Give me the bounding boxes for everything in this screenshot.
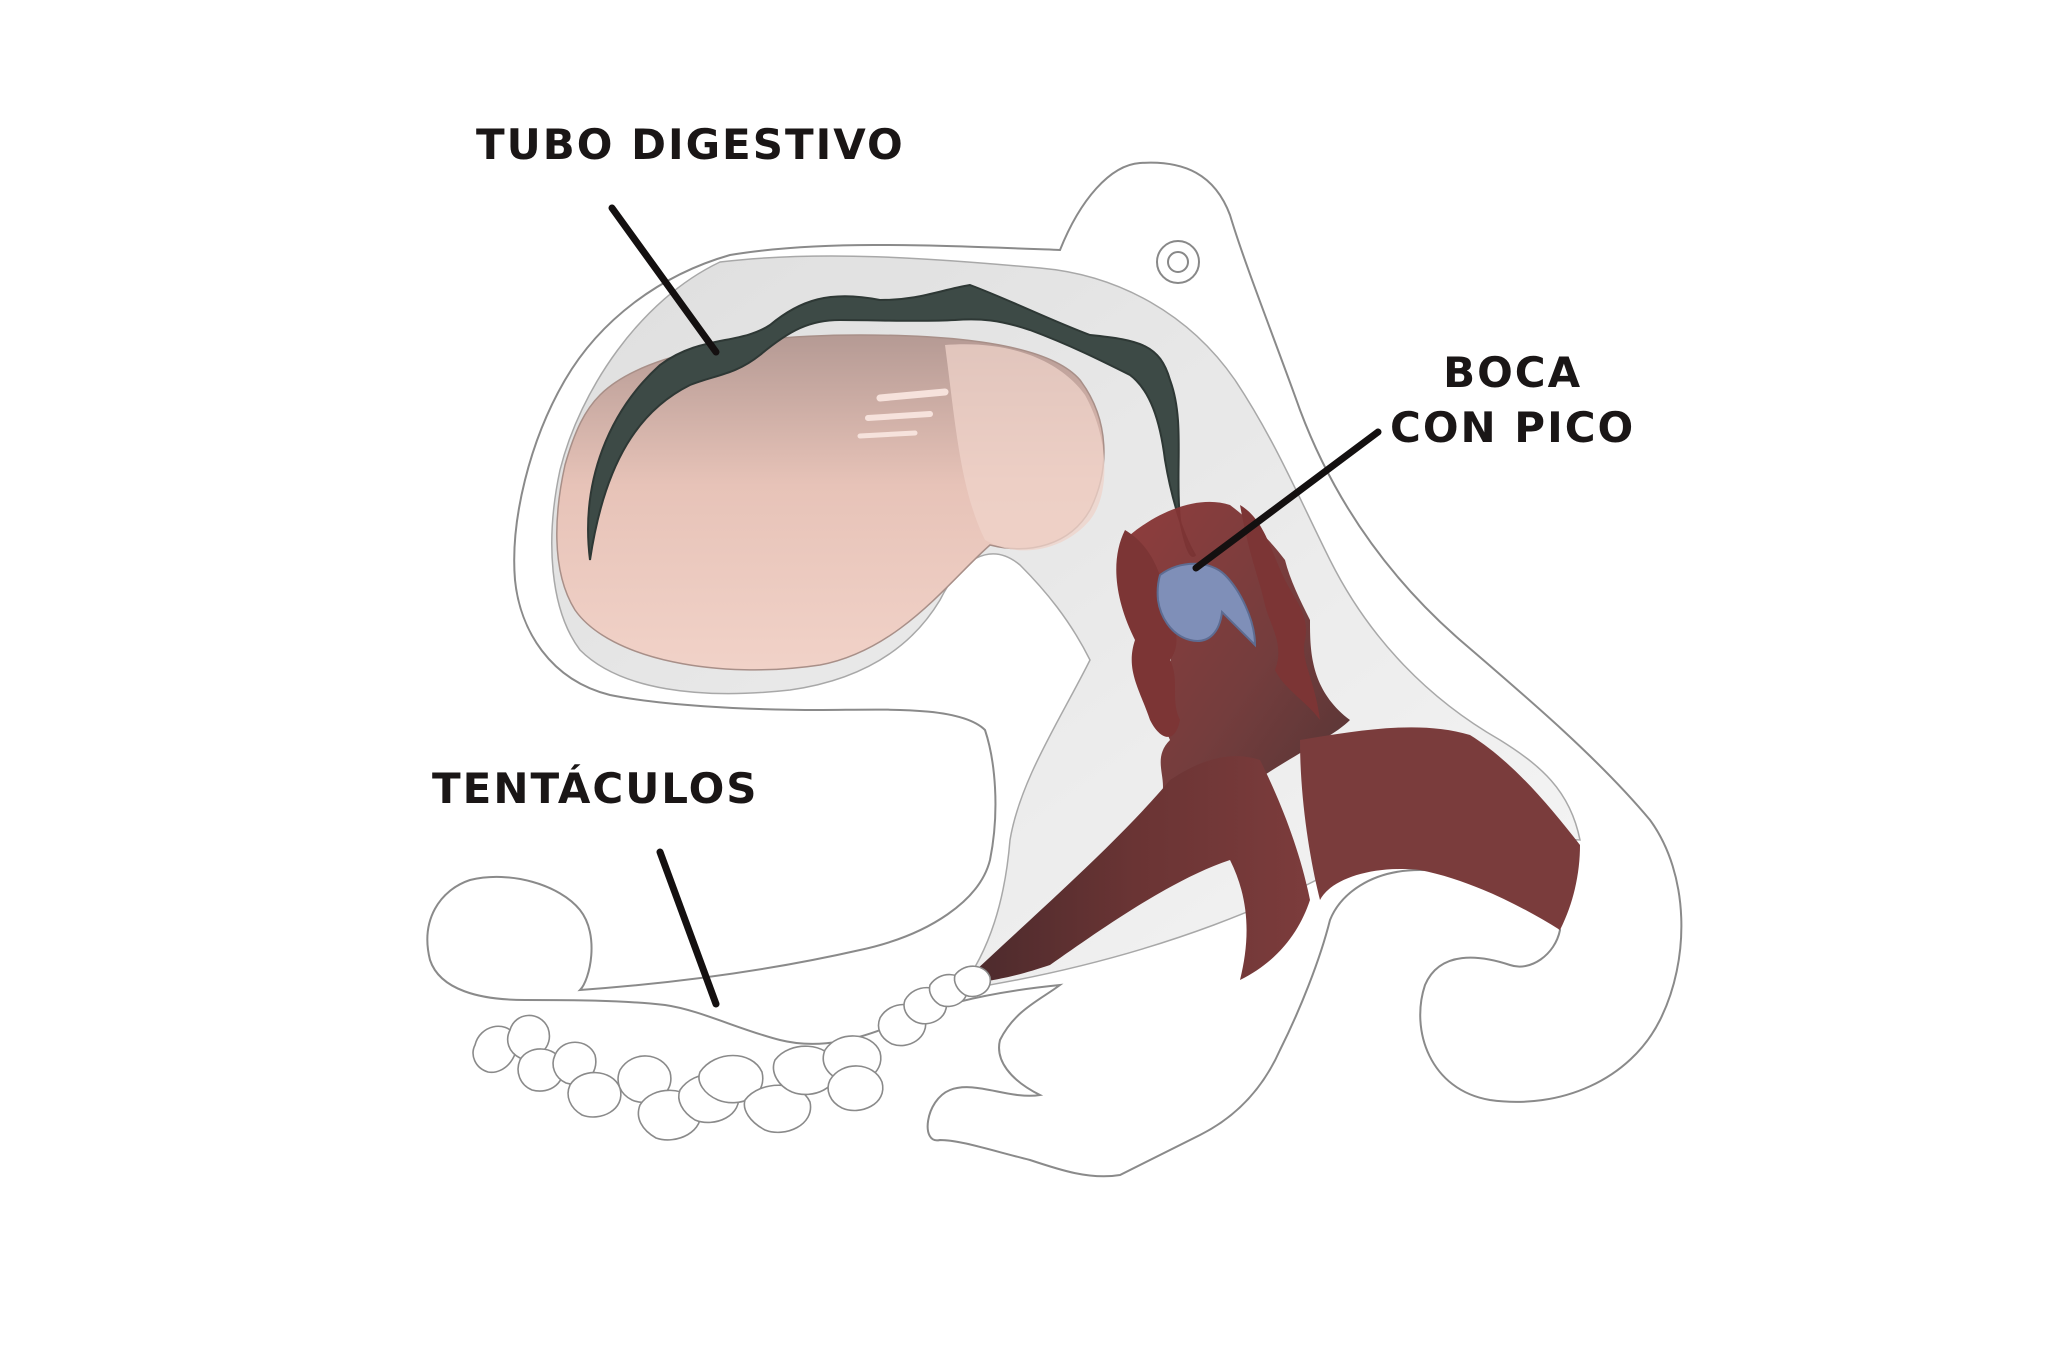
web-right <box>1300 727 1580 930</box>
beak <box>1156 562 1257 648</box>
sucker <box>953 965 992 998</box>
sucker <box>567 1071 622 1118</box>
arm-left-fringe <box>1116 530 1180 737</box>
label-mouth-with-beak: BOCA CON PICO <box>1390 346 1635 455</box>
eye-inner <box>1167 251 1189 273</box>
label-mouth-line2: CON PICO <box>1390 402 1636 452</box>
suckers <box>472 965 992 1141</box>
arm-right-fringe <box>1240 505 1320 720</box>
web-left <box>960 756 1310 985</box>
stomach-highlight-3 <box>857 430 918 439</box>
sucker <box>827 1065 884 1112</box>
stomach-lobe <box>945 344 1105 551</box>
sucker <box>472 1025 518 1073</box>
stomach-highlight-2 <box>865 411 933 421</box>
stomach-highlight-1 <box>876 388 949 402</box>
label-digestive-tube: TUBO DIGESTIVO <box>476 120 905 169</box>
leader-line-tentacles <box>656 848 720 1008</box>
sucker <box>517 1048 564 1092</box>
leader-line-mouth <box>1192 428 1382 572</box>
label-tentacles: TENTÁCULOS <box>432 764 759 813</box>
label-mouth-line1: BOCA <box>1443 348 1583 397</box>
sucker <box>743 1084 812 1134</box>
leader-line-digestive-tube <box>608 204 720 356</box>
